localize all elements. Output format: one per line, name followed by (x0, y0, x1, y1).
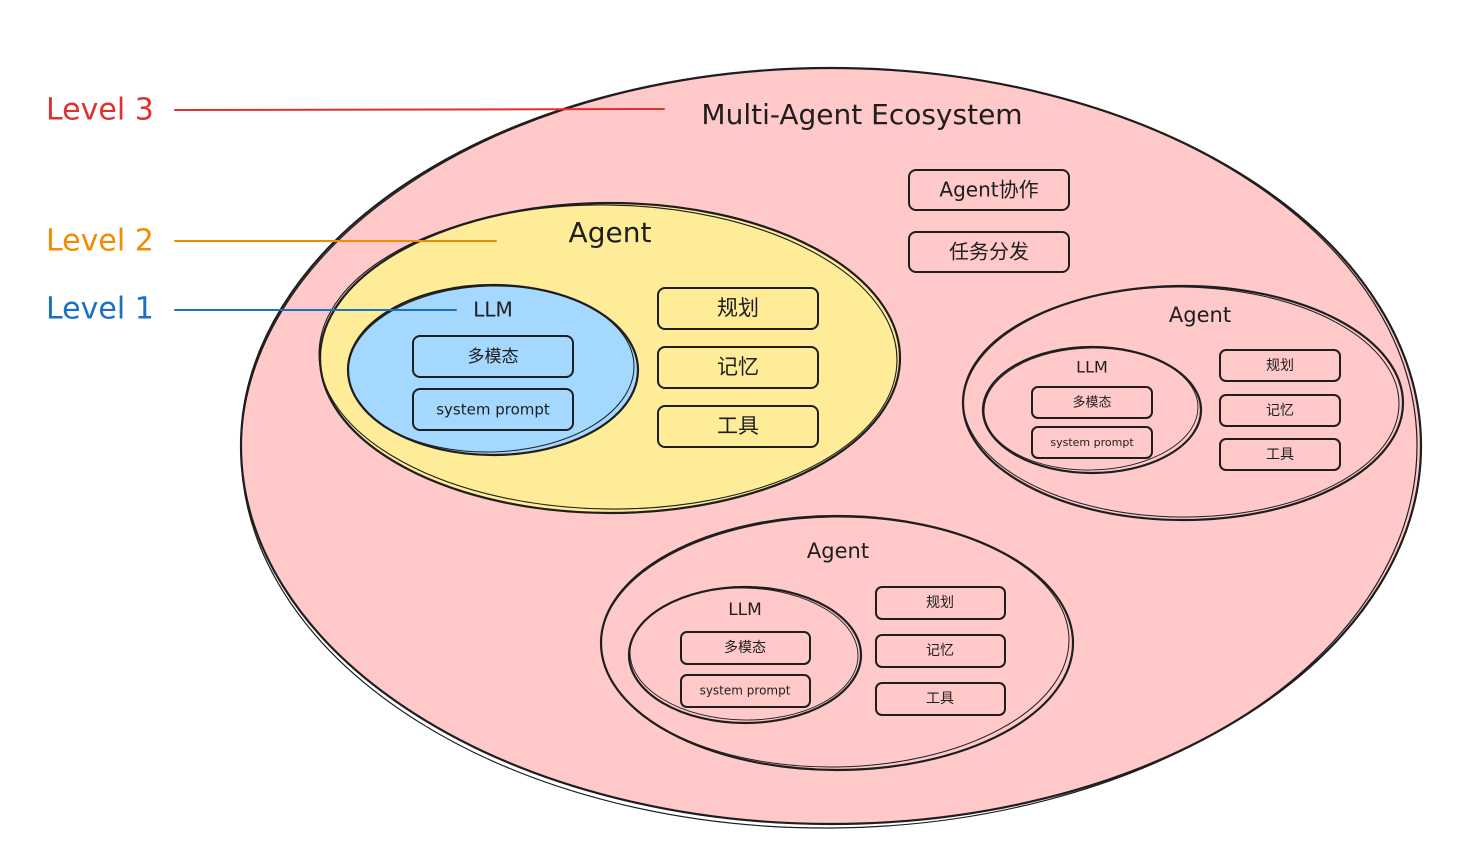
agent-1-llm-item-label: 多模态 (468, 347, 519, 367)
agent-2-llm-item-label: 多模态 (1072, 395, 1111, 411)
agent-3-llm-item-system-prompt: system prompt (680, 674, 811, 708)
level-2-label: Level 2 (46, 224, 154, 259)
agent-3-llm-title: LLM (728, 600, 762, 620)
agent-2-llm-title: LLM (1076, 358, 1108, 377)
agent-2-llm-ellipse (981, 345, 1203, 475)
agent-3-llm-item-multimodal: 多模态 (680, 631, 811, 665)
ecosystem-title: Multi-Agent Ecosystem (701, 98, 1022, 131)
agent-2-capability-label: 规划 (1266, 358, 1294, 374)
agent-2-title: Agent (1169, 303, 1231, 327)
agent-2-ellipse-sketch-stroke (962, 286, 1400, 518)
agent-3-capability-label: 规划 (926, 595, 954, 611)
agent-3-title: Agent (807, 539, 869, 563)
agent-3-capability-tools: 工具 (875, 682, 1006, 716)
level-3-label: Level 3 (46, 93, 154, 128)
agent-3-capability-label: 工具 (926, 691, 954, 707)
level-1-annotation: Level 1 (46, 292, 457, 327)
agent-1-llm-item-label: system prompt (436, 401, 550, 419)
ecosystem-action-label: Agent协作 (939, 178, 1038, 202)
agent-1-capability-planning: 规划 (657, 287, 819, 330)
agent-2-capability-planning: 规划 (1219, 349, 1341, 382)
level-3-connector (174, 108, 665, 111)
agent-3-llm-item-label: system prompt (700, 684, 791, 698)
agent-1-capability-label: 工具 (717, 414, 759, 438)
agent-1-capability-tools: 工具 (657, 405, 819, 448)
agent-1-llm-ellipse-sketch-stroke (347, 285, 635, 453)
agent-1-capability-label: 记忆 (717, 355, 759, 379)
agent-3-capability-label: 记忆 (926, 643, 954, 659)
ecosystem-action-collaboration: Agent协作 (908, 169, 1070, 211)
ecosystem-action-label: 任务分发 (949, 240, 1029, 264)
agent-2-capability-tools: 工具 (1219, 438, 1341, 471)
level-2-annotation: Level 2 (46, 224, 497, 259)
agent-2-llm-ellipse-sketch-stroke (983, 347, 1199, 471)
agent-2-capability-label: 记忆 (1266, 403, 1294, 419)
agent-3-llm-item-label: 多模态 (724, 639, 766, 656)
agent-2-capability-label: 工具 (1266, 447, 1294, 463)
agent-3-capability-memory: 记忆 (875, 634, 1006, 668)
agent-1-ellipse-sketch-stroke (318, 204, 898, 510)
agent-3-llm-ellipse (627, 585, 863, 725)
agent-1-llm-item-system-prompt: system prompt (412, 388, 574, 431)
level-1-label: Level 1 (46, 292, 154, 327)
agent-3-ellipse-sketch-stroke (600, 516, 1070, 768)
agent-2-llm-item-system-prompt: system prompt (1031, 426, 1153, 459)
agent-3: Agent LLM 多模态 system prompt 规划 记忆 工具 (599, 514, 1075, 772)
ecosystem-action-dispatch: 任务分发 (908, 231, 1070, 273)
level-3-annotation: Level 3 (46, 93, 665, 128)
ecosystem-ellipse-sketch-stroke (240, 67, 1418, 829)
agent-2-llm-item-label: system prompt (1050, 436, 1134, 449)
agent-2-capability-memory: 记忆 (1219, 394, 1341, 427)
agent-3-llm-ellipse-sketch-stroke (629, 587, 859, 721)
agent-3-capability-planning: 规划 (875, 586, 1006, 620)
agent-2: Agent LLM 多模态 system prompt 规划 记忆 工具 (961, 284, 1405, 522)
agent-2-llm-item-multimodal: 多模态 (1031, 386, 1153, 419)
agent-1-capability-memory: 记忆 (657, 346, 819, 389)
agent-1-llm-title: LLM (473, 298, 513, 322)
agent-1-capability-label: 规划 (717, 296, 759, 320)
agent-1-title: Agent (569, 216, 652, 249)
agent-1-llm-item-multimodal: 多模态 (412, 335, 574, 378)
agent-1: Agent LLM 多模态 system prompt 规划 记忆 工具 (318, 201, 902, 515)
